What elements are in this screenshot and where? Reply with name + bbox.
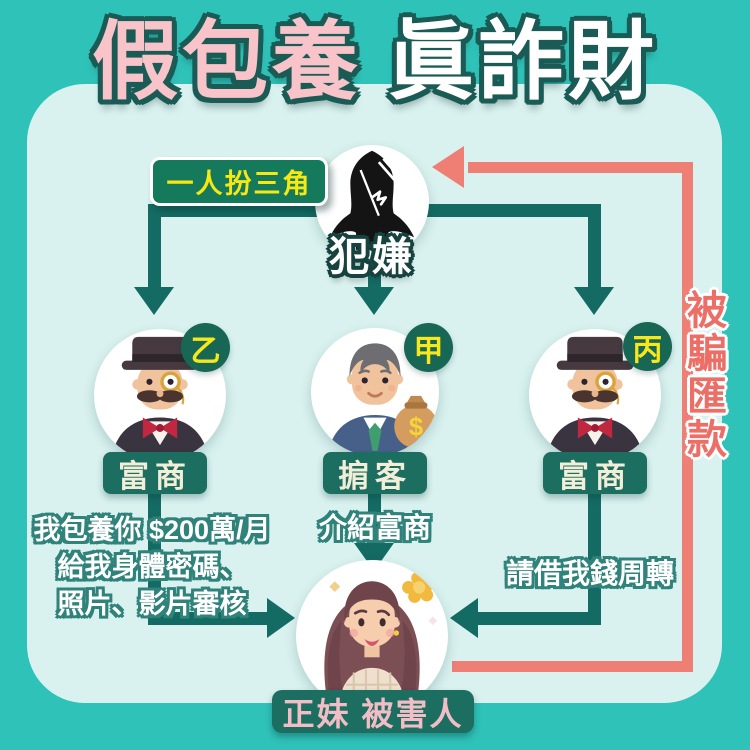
person-a-message: 介紹富商 <box>318 512 431 543</box>
remit-top-segment <box>468 162 693 173</box>
woman-icon <box>324 571 438 712</box>
arrowhead-to-person-c <box>574 287 614 315</box>
person-b-role-text: 富商 <box>118 458 192 494</box>
person-a-badge-text: 甲 <box>413 334 444 368</box>
victim-label-text: 正妹 被害人 <box>282 695 464 732</box>
remit-bottom-segment <box>452 661 693 672</box>
money-bag-icon: $ <box>409 414 423 442</box>
person-a-badge: 甲 <box>404 323 453 372</box>
flow-c-across <box>478 612 601 625</box>
person-c-message: 請借我錢周轉 <box>505 558 674 589</box>
person-b-role-label: 富商 <box>103 452 207 494</box>
flow-right-drop <box>588 204 601 288</box>
scheme-label-text: 一人扮三角 <box>166 169 312 199</box>
arrowhead-to-person-b <box>134 287 174 315</box>
victim-label: 正妹 被害人 <box>272 690 474 733</box>
flow-left-drop <box>148 204 161 288</box>
rich-merchant-icon <box>546 336 644 461</box>
flow-b-across <box>148 612 270 625</box>
person-b-badge: 乙 <box>181 323 230 372</box>
broker-icon: $ <box>327 343 438 456</box>
flow-center-drop <box>368 250 381 288</box>
flower-icon <box>402 571 435 603</box>
rich-merchant-icon <box>111 336 209 461</box>
arrowhead-c-to-victim <box>450 598 478 638</box>
remit-label: 被 騙 匯 款 <box>687 289 727 462</box>
person-b-message: 我包養你 $200萬/月 給我身體密碼、 照片、影片審核 <box>33 515 271 619</box>
title-part-white: 眞詐財 <box>388 14 658 110</box>
victim-avatar <box>296 560 448 712</box>
person-c-role-label: 富商 <box>543 452 647 494</box>
suspect-avatar <box>315 145 429 259</box>
hooded-figure-icon <box>329 150 415 250</box>
person-c-badge-text: 丙 <box>632 333 663 367</box>
arrowhead-to-person-a <box>354 287 394 315</box>
scheme-label: 一人扮三角 <box>150 157 328 206</box>
suspect-name-label: 犯嫌 <box>329 235 415 279</box>
flow-a-down <box>368 492 381 544</box>
person-a-role-text: 掮客 <box>338 458 412 494</box>
remit-right-segment <box>682 166 693 672</box>
title-part-pink: 假包養 <box>92 14 362 110</box>
flow-b-down <box>148 492 161 625</box>
arrowhead-remit-to-suspect <box>432 146 464 188</box>
arrowhead-b-to-victim <box>267 598 295 638</box>
person-c-badge: 丙 <box>623 322 672 371</box>
person-b-badge-text: 乙 <box>190 334 221 368</box>
person-c-role-text: 富商 <box>558 458 632 494</box>
person-a-role-label: 掮客 <box>323 452 427 494</box>
flow-c-down <box>588 492 601 625</box>
page-title: 假包養 眞詐財 <box>0 10 750 114</box>
